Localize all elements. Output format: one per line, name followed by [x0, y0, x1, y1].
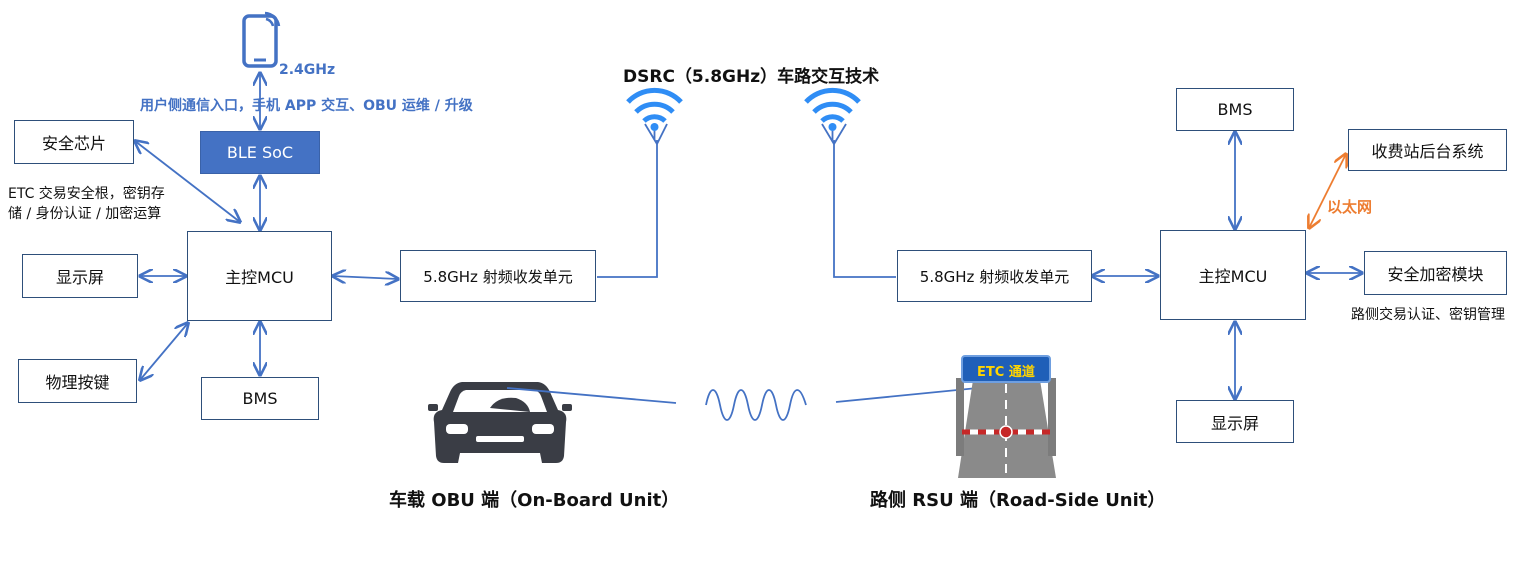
phone-icon — [242, 11, 281, 68]
rsu-rf-box: 5.8GHz 射频收发单元 — [897, 250, 1092, 302]
etc-gate-icon — [956, 355, 1056, 478]
obu-ble-soc-label: BLE SoC — [226, 143, 294, 162]
obu-security-chip-label: 安全芯片 — [41, 134, 106, 153]
car-icon — [428, 382, 572, 463]
obu-mcu-label: 主控MCU — [225, 268, 294, 287]
obu-mcu-box: 主控MCU — [187, 231, 332, 321]
obu-security-desc-line1: ETC 交易安全根，密钥存 — [8, 186, 165, 202]
rsu-display-label: 显示屏 — [1210, 413, 1259, 433]
rsu-mcu-label: 主控MCU — [1198, 267, 1268, 286]
rsu-bms-label: BMS — [1217, 100, 1253, 119]
obu-security-chip-box: 安全芯片 — [14, 120, 134, 164]
rsu-caption: 路侧 RSU 端（Road-Side Unit） — [870, 490, 1166, 511]
obu-caption: 车载 OBU 端（On-Board Unit） — [389, 490, 680, 511]
rsu-bms-box: BMS — [1176, 88, 1294, 131]
obu-rf-label: 5.8GHz 射频收发单元 — [423, 267, 573, 286]
wifi-signal-icon — [626, 87, 683, 145]
rsu-connectors — [833, 132, 1362, 399]
rsu-display-box: 显示屏 — [1176, 400, 1294, 443]
rsu-rf-label: 5.8GHz 射频收发单元 — [919, 267, 1070, 286]
rsu-crypto-box: 安全加密模块 — [1364, 251, 1507, 295]
obu-bms-label: BMS — [242, 389, 278, 408]
rsu-crypto-desc: 路侧交易认证、密钥管理 — [1351, 307, 1505, 323]
rsu-backend-label: 收费站后台系统 — [1371, 142, 1484, 161]
obu-button-box: 物理按键 — [18, 359, 137, 403]
ethernet-label: 以太网 — [1327, 198, 1373, 216]
obu-phone-desc: 用户侧通信入口，手机 APP 交互、OBU 运维 / 升级 — [140, 98, 473, 114]
rsu-mcu-box: 主控MCU — [1160, 230, 1306, 320]
obu-security-desc-line2: 储 / 身份认证 / 加密运算 — [8, 206, 162, 222]
rsu-crypto-label: 安全加密模块 — [1387, 265, 1484, 284]
dsrc-title: DSRC（5.8GHz）车路交互技术 — [623, 67, 880, 87]
obu-phone-freq: 2.4GHz — [279, 62, 336, 78]
wifi-signal-icon — [804, 87, 861, 145]
obu-display-label: 显示屏 — [55, 268, 104, 287]
obu-display-box: 显示屏 — [22, 254, 138, 298]
obu-bms-box: BMS — [201, 377, 319, 420]
rsu-backend-box: 收费站后台系统 — [1348, 129, 1507, 171]
obu-button-label: 物理按键 — [45, 373, 110, 392]
obu-ble-soc-box: BLE SoC — [200, 131, 320, 174]
etc-sign-text: ETC 通道 — [977, 365, 1035, 380]
obu-rf-box: 5.8GHz 射频收发单元 — [400, 250, 596, 302]
obu-connectors — [135, 73, 658, 380]
wave-icon — [506, 383, 1019, 421]
